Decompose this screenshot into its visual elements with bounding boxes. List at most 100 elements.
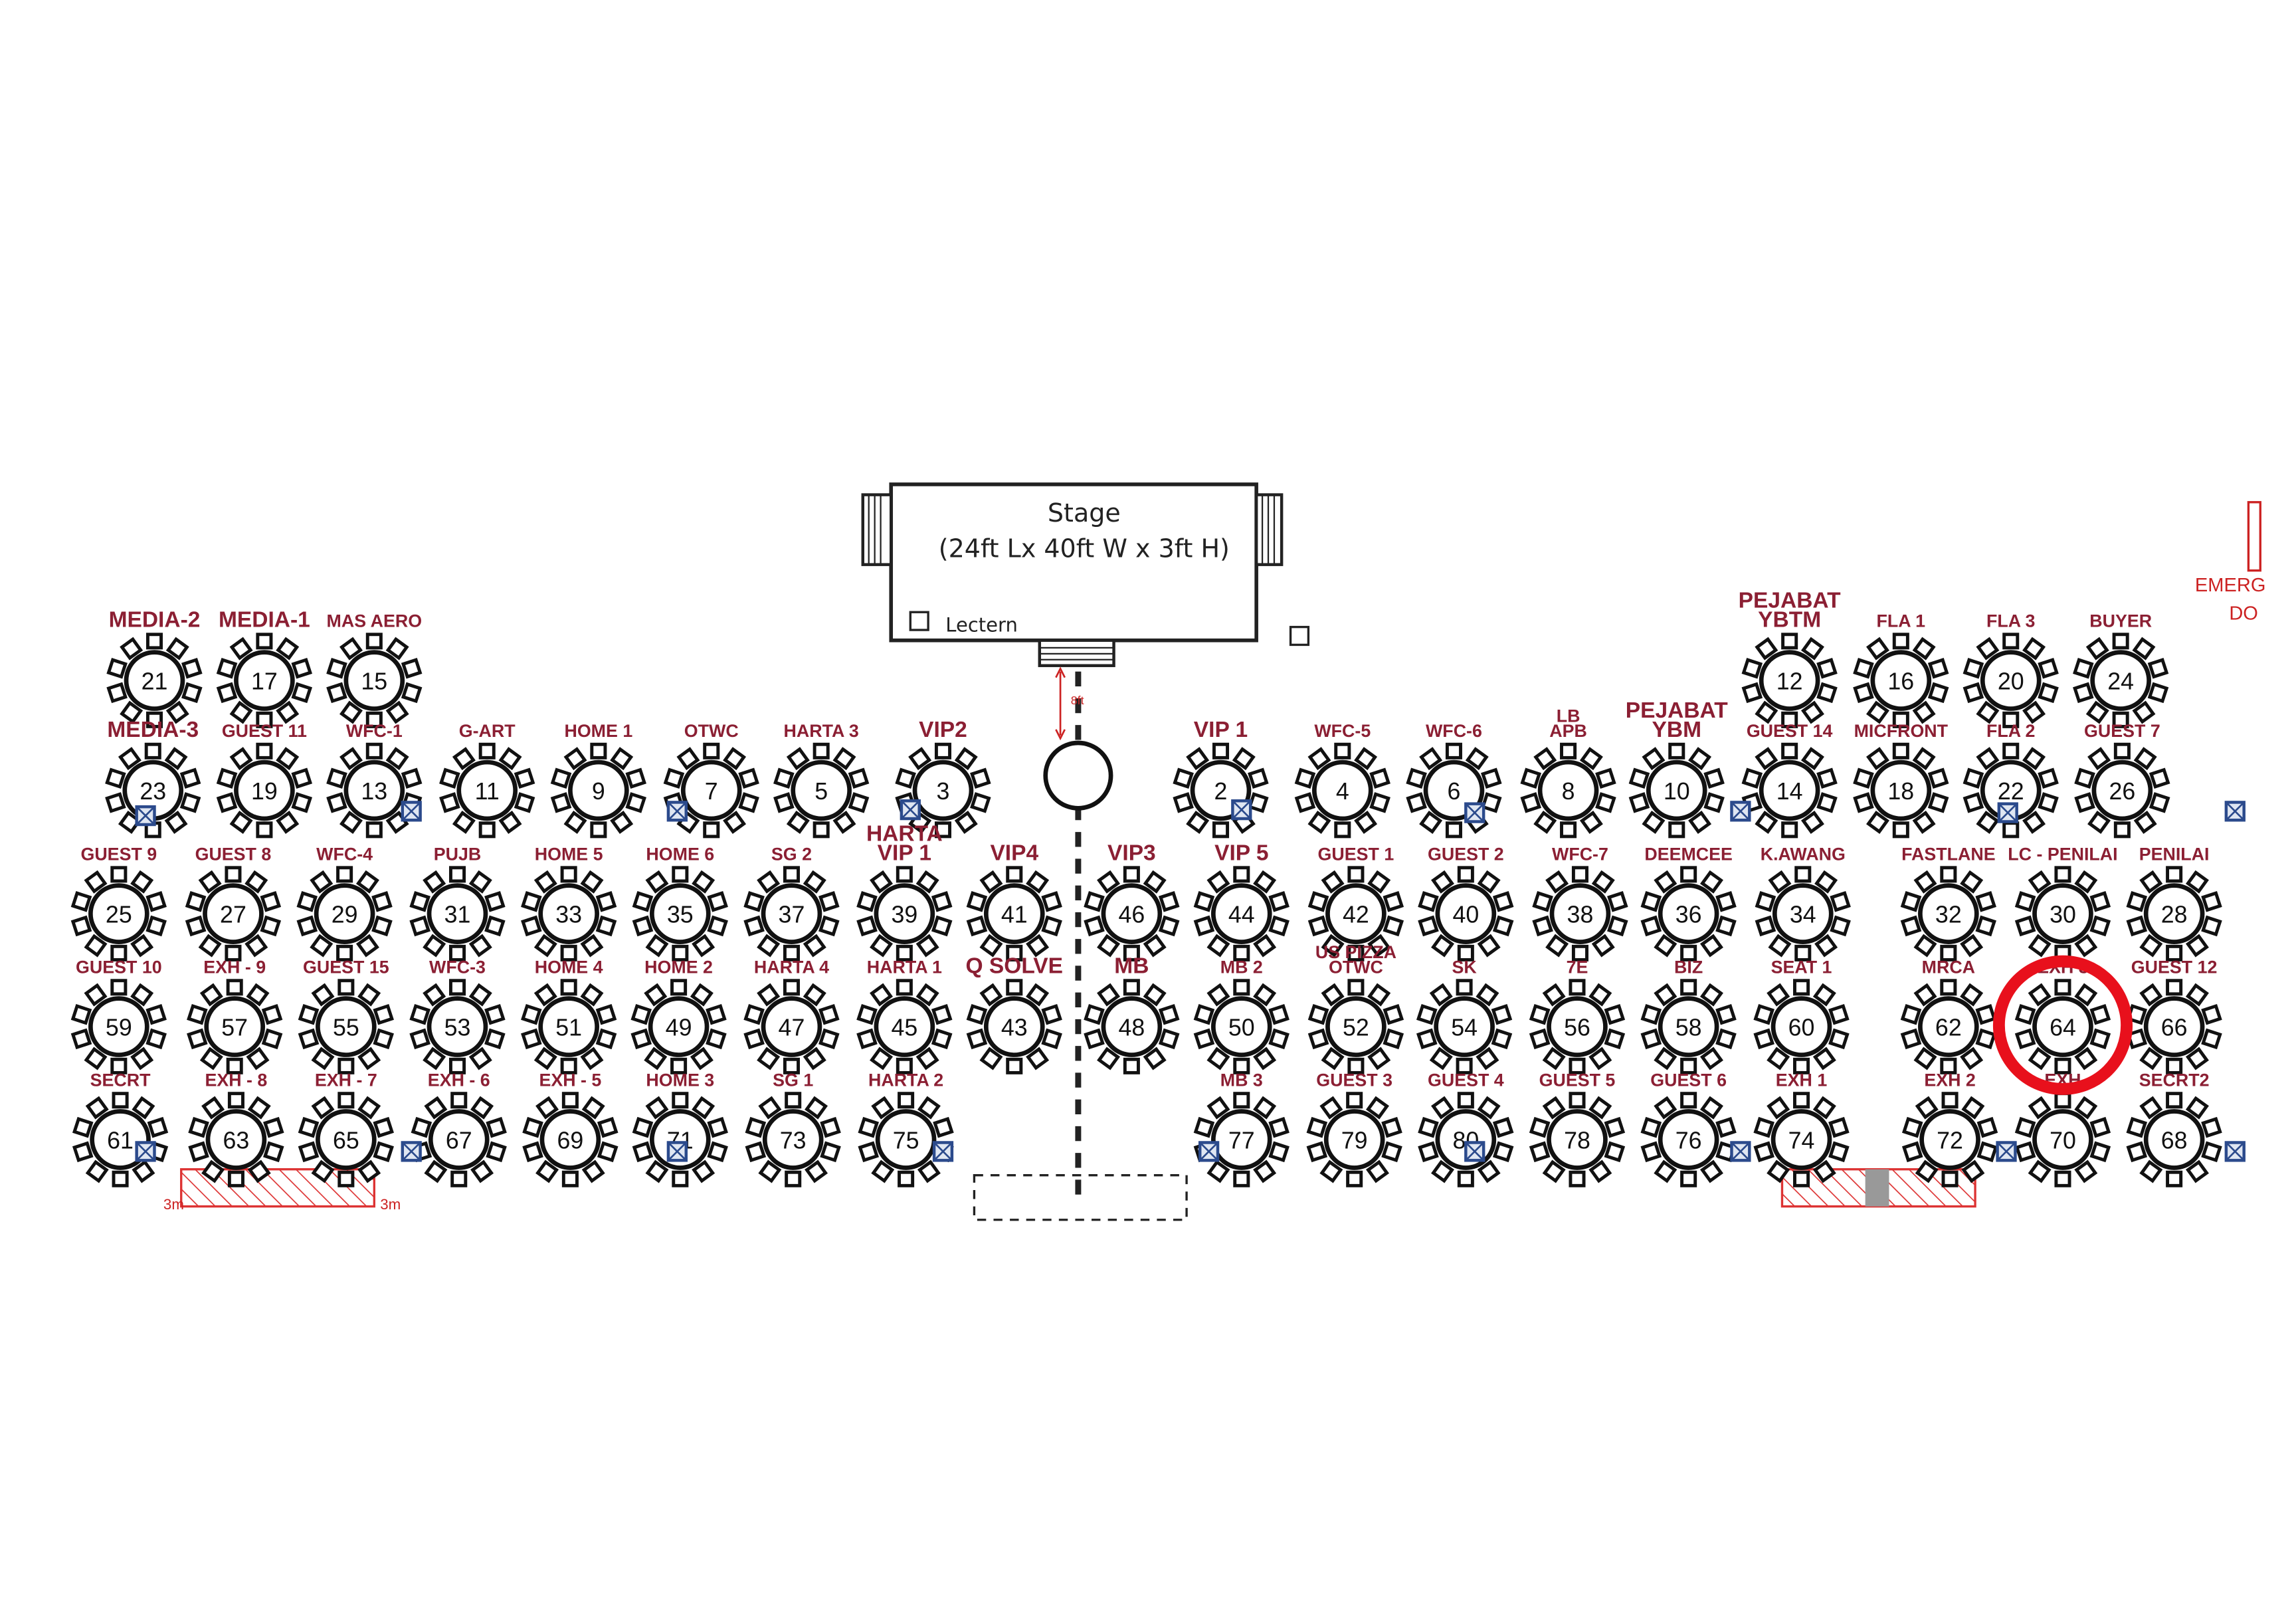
- chair-icon: [915, 870, 939, 894]
- chair-icon: [1206, 1159, 1230, 1183]
- chair-icon: [1233, 944, 1250, 961]
- chair-icon: [632, 1116, 654, 1138]
- table-label: MICFRONT: [1854, 721, 1949, 741]
- chair-icon: [1186, 810, 1210, 834]
- table-label: GUEST 10: [76, 957, 162, 977]
- chair-icon: [1642, 810, 1666, 834]
- table-label: GUEST 4: [1428, 1070, 1504, 1090]
- chair-icon: [1158, 1028, 1180, 1050]
- chair-icon: [1233, 1092, 1250, 1109]
- table-11[interactable]: 11G-ART: [439, 721, 535, 839]
- chair-icon: [738, 767, 759, 789]
- chair-icon: [423, 983, 446, 1007]
- chair-icon: [898, 1092, 915, 1109]
- table-label: SEAT 1: [1771, 957, 1832, 977]
- chair-icon: [244, 934, 268, 957]
- blue-x-marker-icon: [1464, 802, 1485, 823]
- table-43[interactable]: 43Q SOLVE: [966, 954, 1063, 1074]
- chair-icon: [1975, 915, 1996, 937]
- chair-icon: [452, 810, 476, 834]
- chair-icon: [1961, 1159, 1985, 1183]
- chair-icon: [1640, 1141, 1662, 1163]
- table-34[interactable]: 34K.AWANG: [1755, 845, 1851, 961]
- chair-icon: [311, 983, 335, 1007]
- round-table: [539, 1109, 601, 1170]
- chair-icon: [1193, 891, 1215, 912]
